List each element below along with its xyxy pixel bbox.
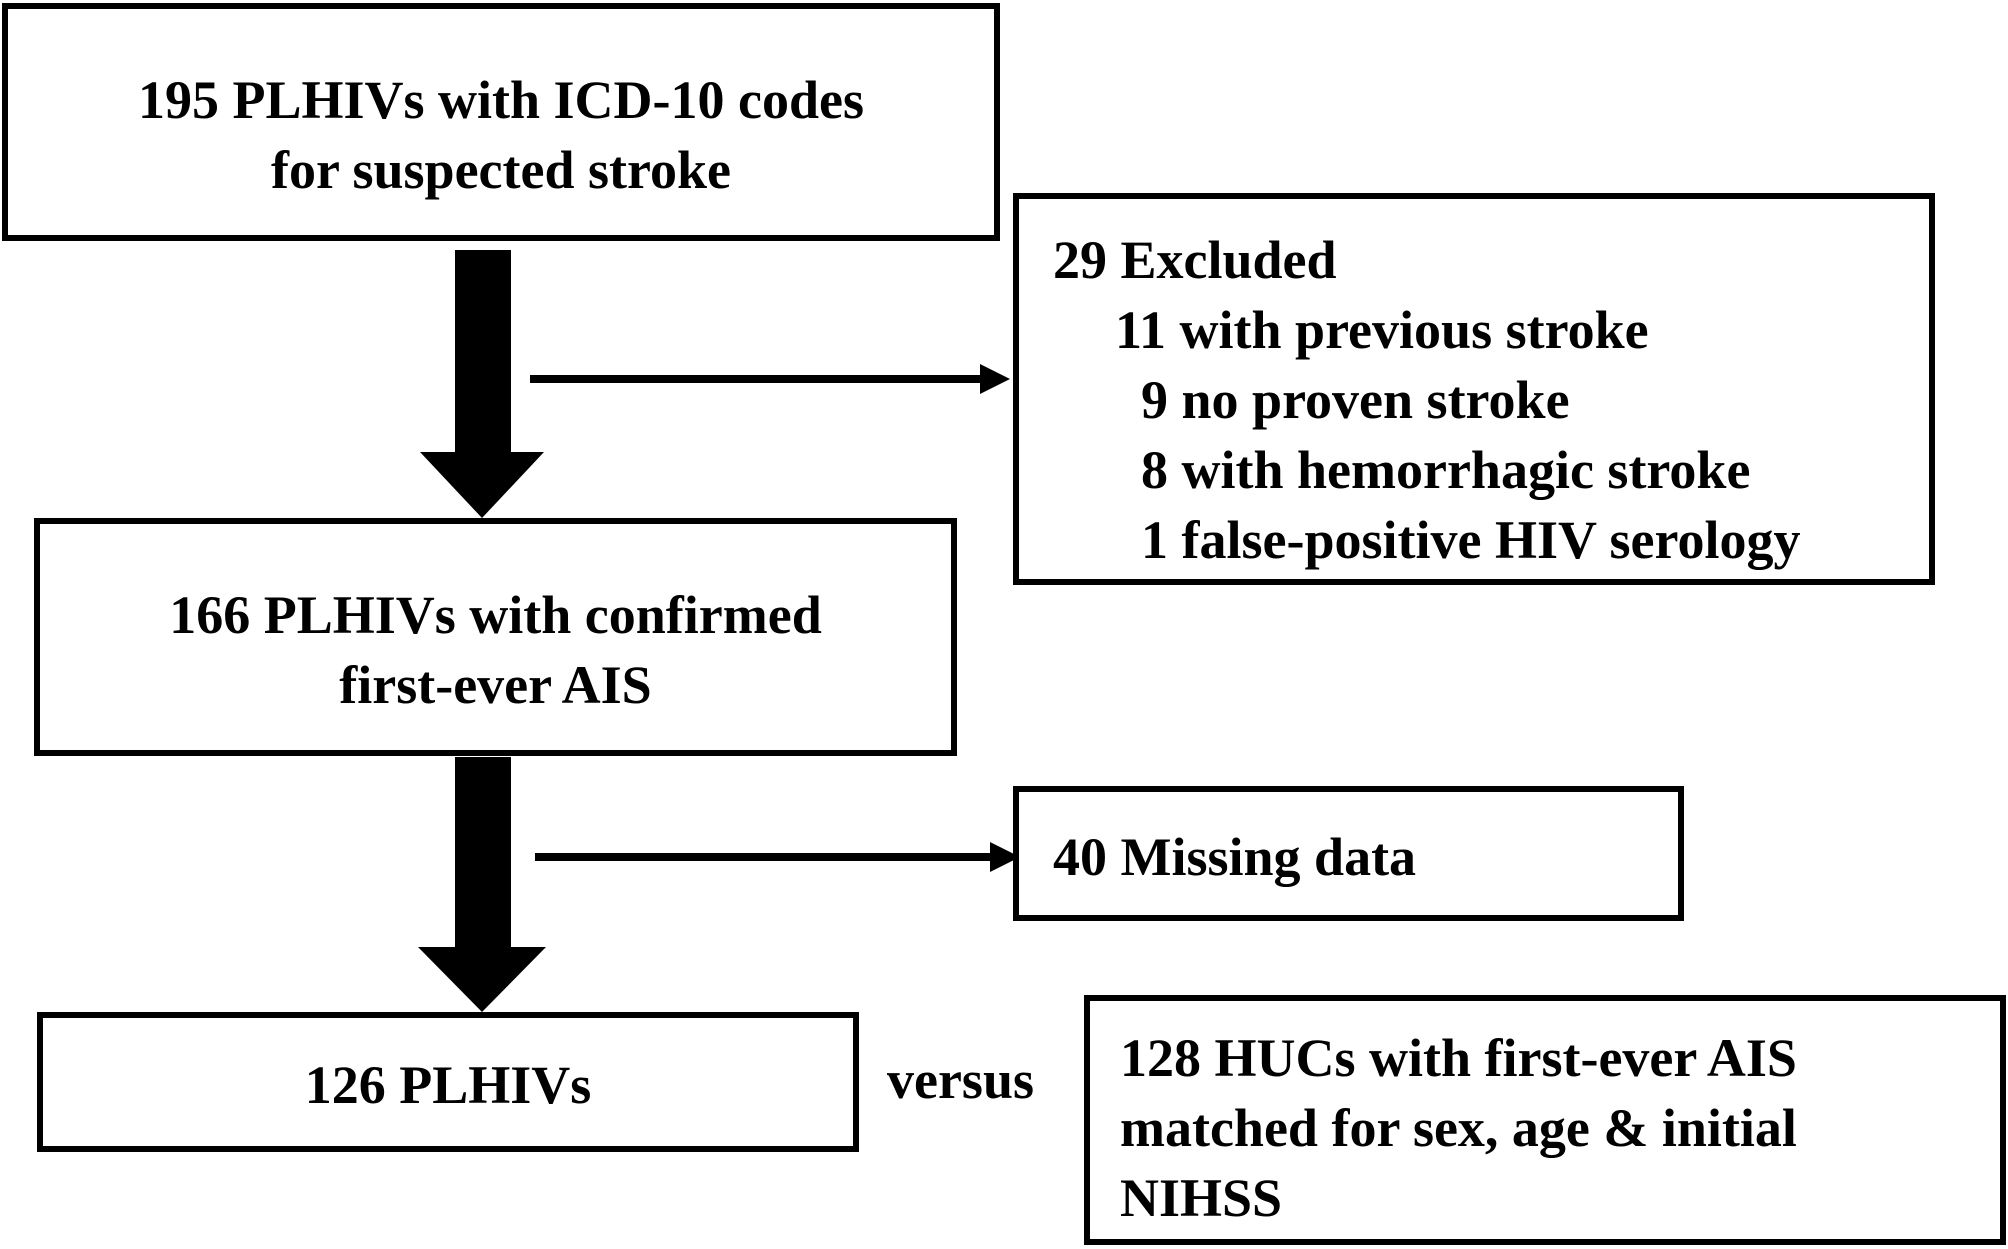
down-arrow-1 [420,250,544,518]
screened-line-1: 195 PLHIVs with ICD-10 codes [137,70,865,130]
controls-line-3: NIHSS [1120,1168,1283,1228]
missing-box: 40 Missing data [1013,786,1684,921]
versus-label: versus [887,1050,1034,1110]
excluded-item: 9 no proven stroke [1141,370,1570,430]
screened-box: 195 PLHIVs with ICD-10 codes for suspect… [2,3,1000,241]
missing-text: 40 Missing data [1053,827,1417,887]
screened-line-2: for suspected stroke [271,140,731,200]
controls-line-1: 128 HUCs with first-ever AIS [1120,1028,1797,1088]
confirmed-line-2: first-ever AIS [339,655,652,715]
excluded-title: 29 Excluded [1053,230,1337,290]
excluded-item: 11 with previous stroke [1115,300,1649,360]
final-text: 126 PLHIVs [304,1055,592,1115]
final-box: 126 PLHIVs [37,1012,859,1152]
side-arrow-missing [535,842,1020,872]
controls-line-2: matched for sex, age & initial [1120,1098,1797,1158]
excluded-box: 29 Excluded 11 with previous stroke 9 no… [1013,193,1935,585]
controls-box: 128 HUCs with first-ever AIS matched for… [1084,995,2006,1245]
excluded-item: 1 false-positive HIV serology [1141,510,1801,570]
side-arrow-excluded [530,364,1010,394]
confirmed-box: 166 PLHIVs with confirmed first-ever AIS [34,518,957,756]
confirmed-line-1: 166 PLHIVs with confirmed [169,585,822,645]
down-arrow-2 [418,757,546,1012]
excluded-item: 8 with hemorrhagic stroke [1141,440,1751,500]
